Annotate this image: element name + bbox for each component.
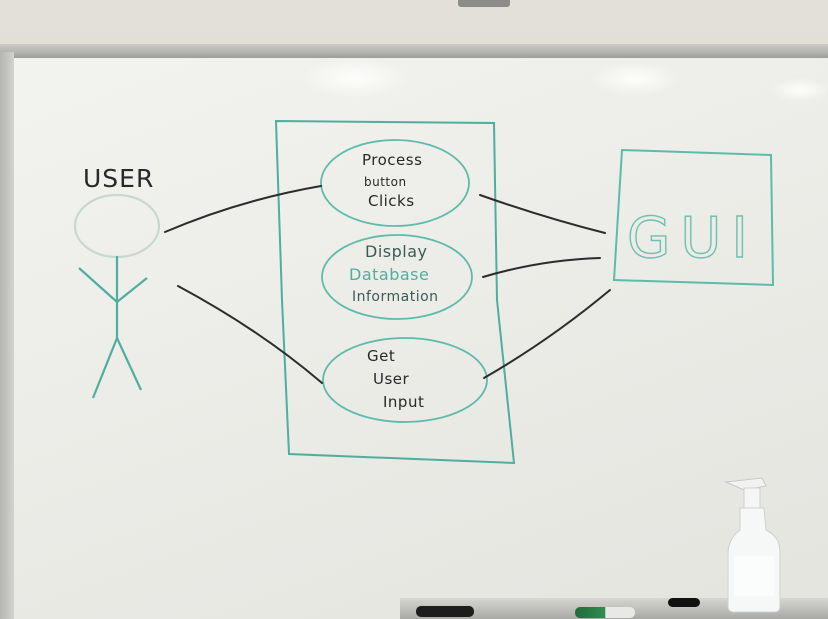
process-to-gui-line xyxy=(479,194,606,234)
actor-leg-right xyxy=(116,337,142,391)
use-case-ellipse-input xyxy=(322,337,488,423)
system-boundary xyxy=(274,119,516,465)
use-case-line: User xyxy=(373,370,410,388)
use-case-line: Clicks xyxy=(368,192,415,210)
actor-arm-right xyxy=(116,277,148,303)
use-case-line: Display xyxy=(365,242,427,261)
use-case-line: Database xyxy=(349,265,429,284)
actor-to-process-line xyxy=(164,185,322,233)
association-lines xyxy=(164,185,611,384)
actor-label: USER xyxy=(83,164,154,193)
whiteboard-frame-left xyxy=(0,52,14,619)
actor-leg-left xyxy=(91,337,119,399)
use-case-line: Process xyxy=(362,151,422,169)
light-glare xyxy=(590,62,680,96)
wall-mount xyxy=(458,0,510,7)
actor-head xyxy=(73,193,161,259)
use-case-line: button xyxy=(364,175,407,189)
use-case-line: Information xyxy=(352,289,439,305)
use-case-label-input: Get User Input xyxy=(367,347,424,411)
use-case-ellipse-process xyxy=(320,139,470,227)
use-case-line: Get xyxy=(367,347,395,365)
display-to-gui-line xyxy=(482,257,601,278)
whiteboard xyxy=(0,44,828,619)
use-case-label-display: Display Database Information xyxy=(349,242,439,305)
use-case-ellipse-display xyxy=(321,234,473,320)
input-to-gui-line xyxy=(483,289,611,379)
actor-to-input-line xyxy=(177,285,323,384)
use-case-label-process: Process button Clicks xyxy=(362,151,422,210)
actor-stick-figure xyxy=(73,193,161,399)
actor-arm-left xyxy=(78,267,118,303)
spray-bottle xyxy=(724,477,781,613)
use-case-line: Input xyxy=(383,393,424,411)
eraser xyxy=(416,606,474,617)
whiteboard-frame-top xyxy=(0,44,828,58)
green-marker xyxy=(575,607,635,618)
gui-label: GUI xyxy=(627,206,758,271)
light-glare xyxy=(770,78,828,102)
black-marker xyxy=(668,598,700,607)
light-glare xyxy=(300,58,410,98)
gui-box xyxy=(612,148,775,287)
